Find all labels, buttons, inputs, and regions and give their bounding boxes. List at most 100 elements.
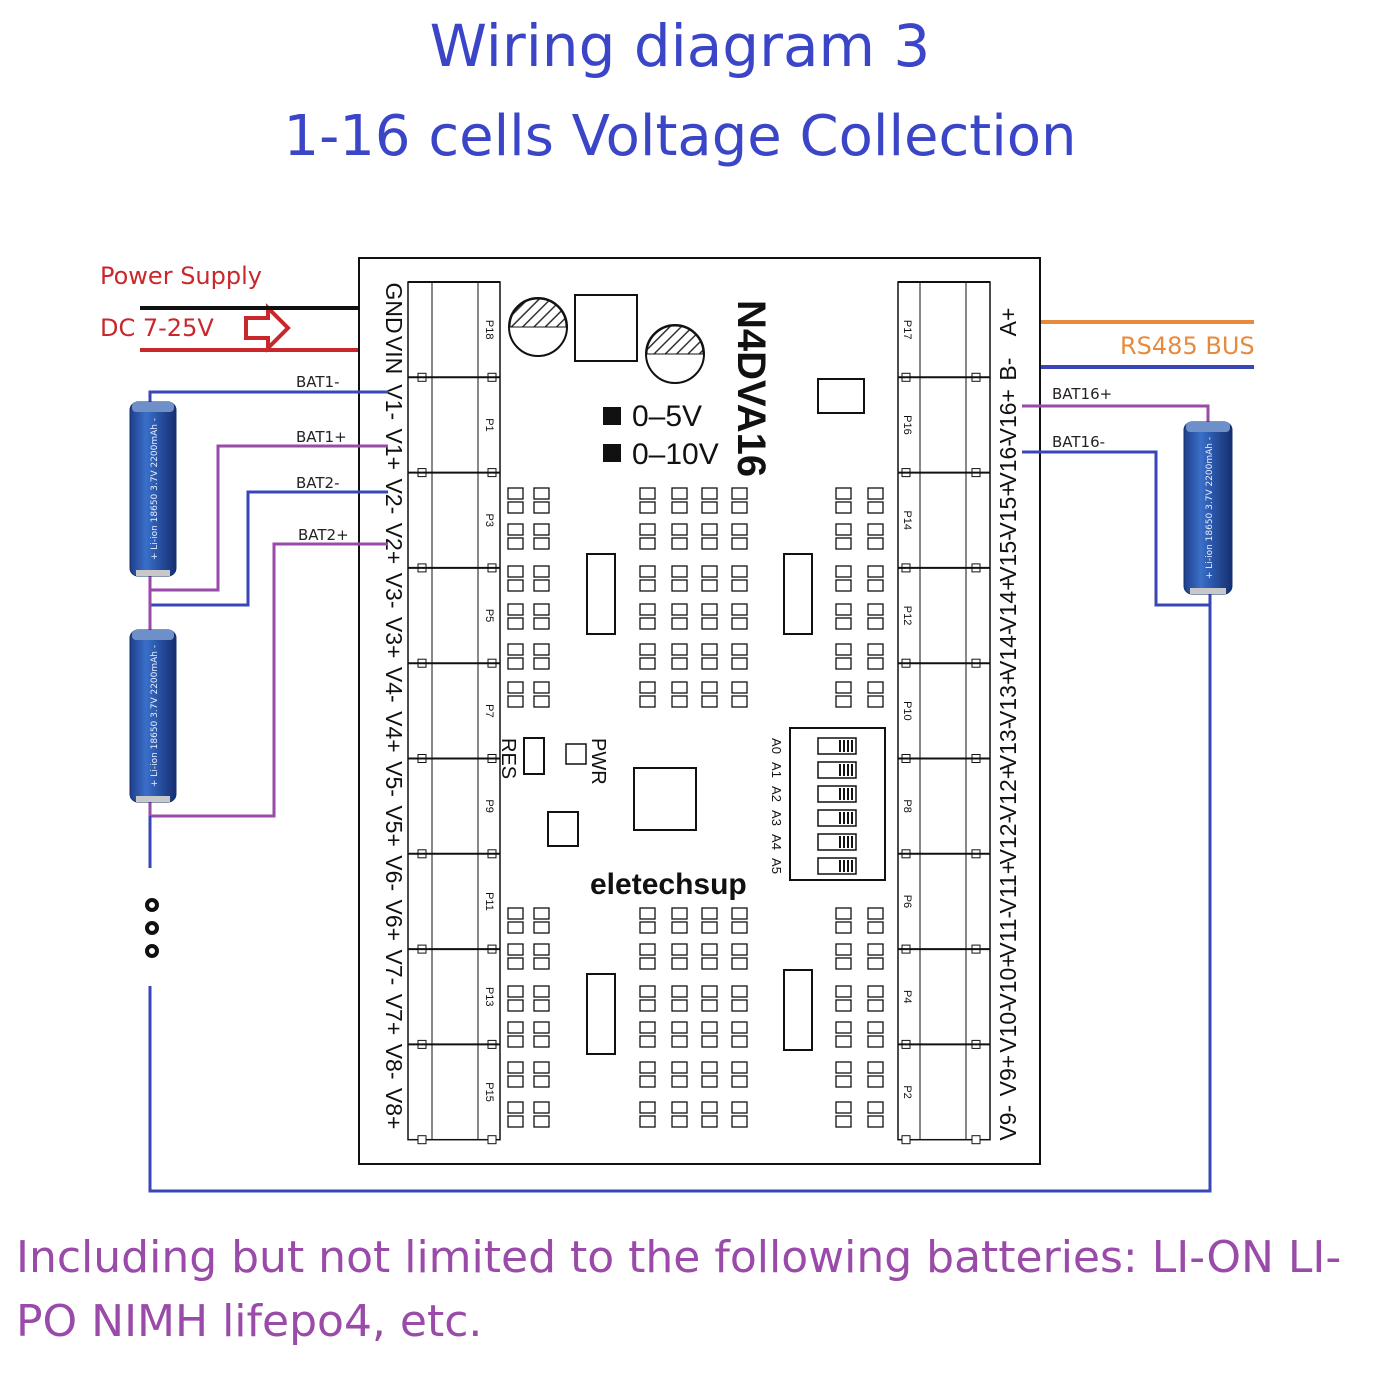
right-battery-wiring [1022, 404, 1210, 607]
right-terminal-label: V13- [995, 722, 1021, 771]
brand-label: eletechsup [590, 868, 747, 901]
address-label-A0: A0 [769, 738, 784, 754]
chip-u2 [817, 378, 865, 414]
left-terminal-label: V4- [381, 667, 407, 703]
right-terminal-label: V9- [995, 1105, 1021, 1141]
svg-text:P15: P15 [483, 1082, 495, 1102]
board-model-label: N4DVA16 [729, 300, 773, 477]
left-terminal-label: V8- [381, 1044, 407, 1080]
svg-text:RES: RES [497, 738, 519, 779]
left-battery-wiring [148, 390, 1212, 1193]
svg-text:V15+: V15+ [995, 483, 1021, 537]
svg-text:V3-: V3- [381, 573, 407, 609]
connector-label-P15: P15 [483, 1082, 495, 1102]
svg-text:A1: A1 [769, 762, 784, 778]
bat16-pos-label: BAT16+ [1052, 385, 1112, 403]
left-terminal-label: V7- [381, 950, 407, 986]
res-label: RES [497, 738, 519, 779]
bat16-neg-label: BAT16- [1052, 433, 1105, 451]
svg-text:VIN: VIN [381, 336, 407, 374]
left-terminal-label: V4+ [381, 711, 407, 753]
chip-u1 [633, 767, 697, 831]
pwr-led [565, 743, 587, 765]
svg-text:P3: P3 [483, 514, 495, 527]
terminal-labels: GNDVINV1-V1+V2-V2+V3-V3+V4-V4+V5-V5+V6-V… [381, 282, 1021, 1140]
svg-text:P6: P6 [901, 895, 913, 908]
svg-text:V1+: V1+ [381, 429, 407, 471]
bat2-pos-label: BAT2+ [298, 526, 349, 544]
connector-label-P5: P5 [483, 609, 495, 622]
svg-text:V11+: V11+ [995, 861, 1021, 914]
address-label-A2: A2 [769, 786, 784, 802]
range-10v-label: 0–10V [632, 438, 719, 471]
connector-label-P1: P1 [483, 418, 495, 431]
connector-label-P4: P4 [901, 990, 913, 1003]
crystal-x1 [547, 811, 579, 847]
right-terminal-label: V15- [995, 533, 1021, 582]
chip-u5 [783, 553, 813, 635]
svg-text:V9-: V9- [995, 1105, 1021, 1141]
svg-text:V8-: V8- [381, 1044, 407, 1080]
ellipsis-dot-1 [145, 898, 159, 912]
dip-switch-sw1 [789, 727, 886, 881]
right-terminal-label: V10+ [995, 954, 1021, 1008]
right-terminal-label: V11- [995, 911, 1021, 958]
right-terminal-label: V14+ [995, 577, 1021, 631]
svg-text:V10+: V10+ [995, 954, 1021, 1008]
svg-text:V5+: V5+ [381, 805, 407, 847]
left-terminal-label: V5- [381, 761, 407, 797]
chip-u6 [586, 553, 616, 635]
svg-text:V6-: V6- [381, 855, 407, 891]
svg-text:P2: P2 [901, 1085, 913, 1098]
diagram-title: Wiring diagram 3 [429, 12, 931, 80]
left-terminal-label: V6- [381, 855, 407, 891]
power-supply-label: Power Supply [100, 262, 262, 290]
right-terminal-label: V10- [995, 1004, 1021, 1053]
chip-u4 [574, 294, 638, 362]
left-terminal-label: V2- [381, 479, 407, 515]
right-terminal-label: V9+ [995, 1055, 1021, 1097]
svg-text:A0: A0 [769, 738, 784, 754]
svg-text:V4-: V4- [381, 667, 407, 703]
svg-text:P4: P4 [901, 990, 913, 1003]
svg-text:V3+: V3+ [381, 617, 407, 659]
svg-text:N4DVA16: N4DVA16 [729, 300, 773, 477]
smd-components [507, 487, 884, 1128]
svg-text:P17: P17 [901, 320, 913, 340]
svg-text:P7: P7 [483, 704, 495, 717]
left-terminal-label: V1+ [381, 429, 407, 471]
right-terminal-label: V14- [995, 627, 1021, 676]
right-terminal-label: V13+ [995, 672, 1021, 726]
svg-text:V2-: V2- [381, 479, 407, 515]
svg-text:P5: P5 [483, 609, 495, 622]
left-terminal-label: V6+ [381, 900, 407, 942]
svg-text:V9+: V9+ [995, 1055, 1021, 1097]
left-terminal-label: V7+ [381, 994, 407, 1036]
svg-text:V4+: V4+ [381, 711, 407, 753]
svg-text:A4: A4 [769, 834, 784, 850]
svg-text:V14+: V14+ [995, 577, 1021, 631]
range-10v-marker [603, 444, 621, 462]
diagram-subtitle: 1-16 cells Voltage Collection [283, 104, 1077, 169]
svg-text:P10: P10 [901, 701, 913, 721]
ellipsis-dot-3 [145, 944, 159, 958]
svg-text:+ Li-ion 18650 3.7V 2200mAh -: + Li-ion 18650 3.7V 2200mAh - [150, 645, 160, 787]
connector-label-P18: P18 [483, 320, 495, 340]
svg-text:+ Li-ion 18650 3.7V 2200mAh -: + Li-ion 18650 3.7V 2200mAh - [1205, 437, 1215, 579]
svg-text:V10-: V10- [995, 1004, 1021, 1053]
right-terminal-label: V16- [995, 439, 1021, 488]
svg-text:A2: A2 [769, 786, 784, 802]
left-terminal-label: VIN [381, 336, 407, 374]
svg-text:V11-: V11- [995, 911, 1021, 958]
left-terminal-label: V8+ [381, 1088, 407, 1130]
bat1-neg-label: BAT1- [296, 373, 340, 391]
svg-text:B-: B- [995, 358, 1021, 381]
reset-button [523, 737, 545, 775]
svg-text:P14: P14 [901, 510, 913, 530]
svg-text:V16-: V16- [995, 439, 1021, 488]
chip-u7 [586, 973, 616, 1055]
battery-cell-16: + Li-ion 18650 3.7V 2200mAh - [1183, 421, 1233, 595]
right-terminal-label: V11+ [995, 861, 1021, 914]
